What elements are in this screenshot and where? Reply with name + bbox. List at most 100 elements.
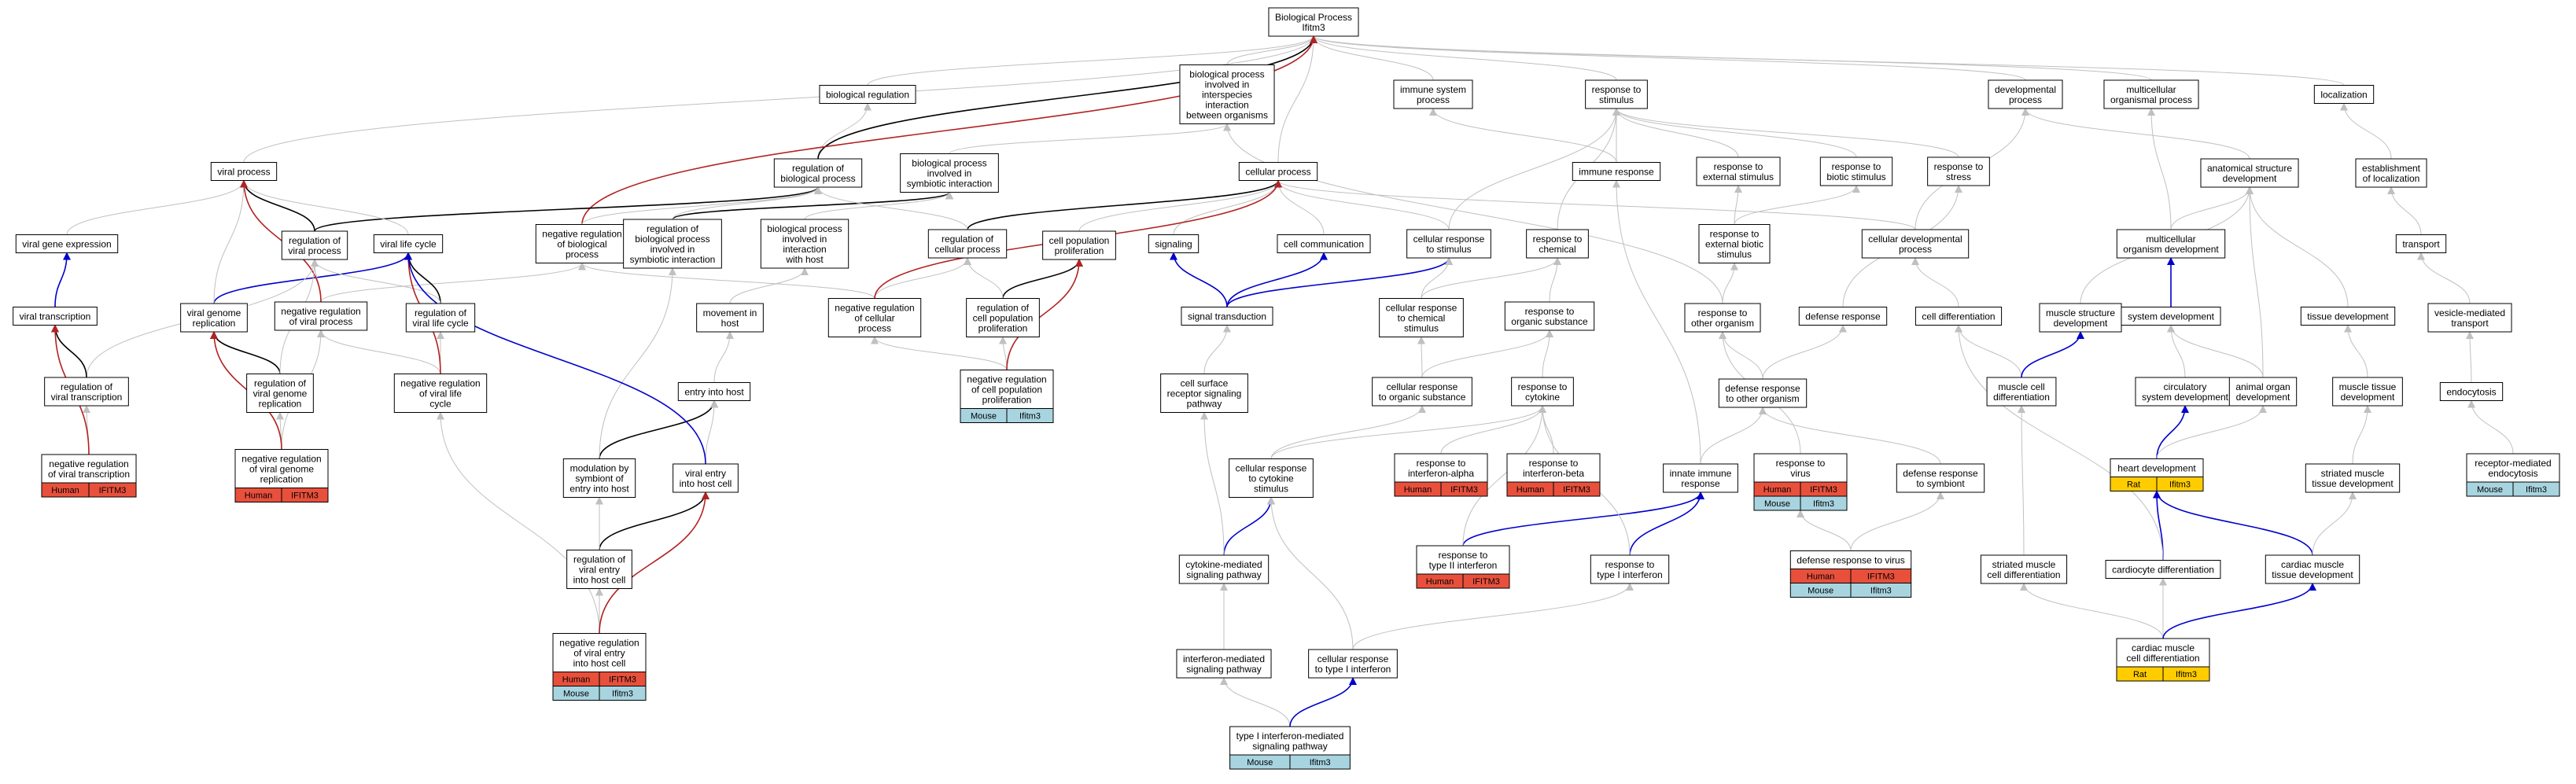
go-term-node-cell_proc[interactable]: cellular process: [1238, 162, 1318, 181]
go-term-node-cell_comm[interactable]: cell communication: [1277, 234, 1371, 253]
go-term-node-endocytosis[interactable]: endocytosis: [2439, 382, 2504, 401]
go-term-node-entry_host[interactable]: entry into host: [677, 382, 751, 401]
go-term-node-localization[interactable]: localization: [2313, 85, 2375, 104]
go-term-node-cardiocyte_diff[interactable]: cardiocyte differentiation: [2105, 560, 2221, 579]
edge-cell_resp_cytokine-to-cell_resp_org: [1270, 405, 1426, 459]
go-term-node-cell_diff[interactable]: cell differentiation: [1914, 307, 2003, 326]
node-label-line: to symbiont: [1916, 478, 1965, 489]
go-term-node-viral_life[interactable]: viral life cycle: [373, 234, 444, 253]
node-box: [2135, 377, 2235, 407]
go-term-node-defense_resp[interactable]: defense response: [1798, 307, 1888, 326]
edge-reg_viral-to-reg_bio: [314, 186, 822, 232]
edge-multi_org_dev-to-anat_dev: [2170, 186, 2254, 230]
go-term-node-immune_resp[interactable]: immune response: [1572, 162, 1661, 181]
node-box: [1526, 229, 1589, 259]
go-term-node-viral_proc[interactable]: viral process: [210, 162, 278, 181]
go-term-node-transport[interactable]: transport: [2395, 234, 2447, 253]
go-term-node-viral_trans[interactable]: viral transcription: [13, 307, 98, 326]
go-term-node-tissue_dev[interactable]: tissue development: [2300, 307, 2396, 326]
go-term-node-signal_trans[interactable]: signal transduction: [1181, 307, 1273, 326]
go-term-node-bio_reg[interactable]: biological regulation: [819, 85, 916, 104]
node-label-line: symbiotic interaction: [907, 179, 993, 190]
go-term-node-viral_gene_exp[interactable]: viral gene expression: [15, 234, 119, 253]
go-term-node-signaling[interactable]: signaling: [1148, 234, 1200, 253]
node-label-line: development: [2054, 318, 2108, 329]
go-term-node-system_dev[interactable]: system development: [2121, 307, 2221, 326]
edge-circ_sys_dev-to-system_dev: [2167, 324, 2186, 378]
